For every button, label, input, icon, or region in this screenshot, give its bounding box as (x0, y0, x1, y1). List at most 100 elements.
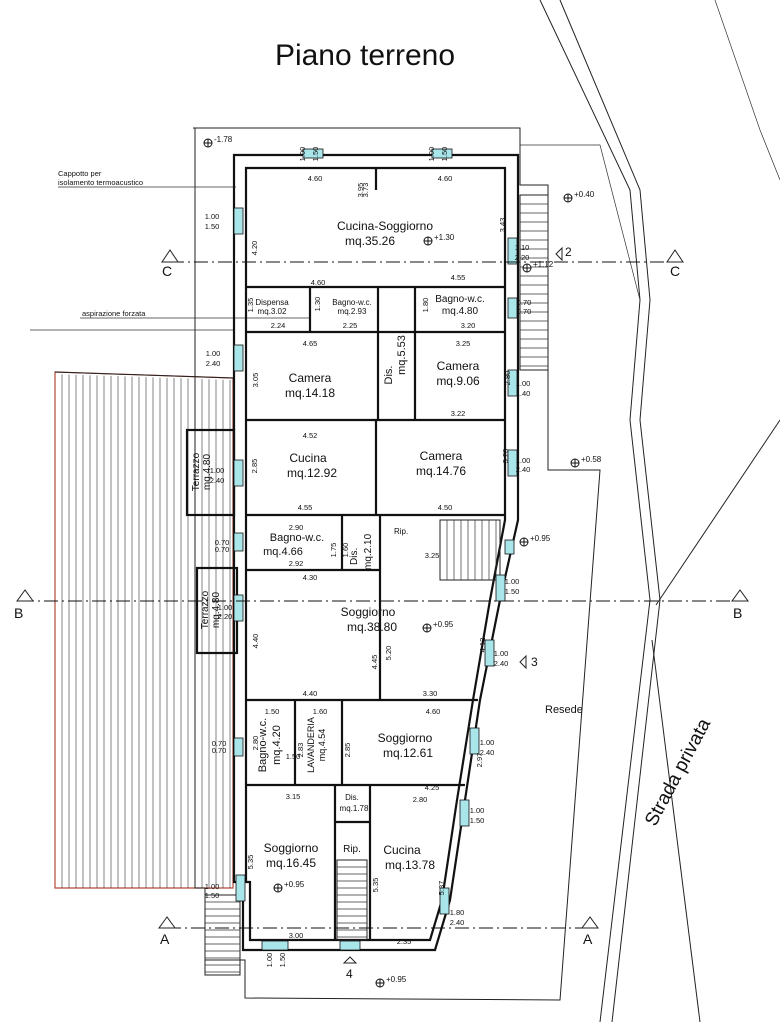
level-value: +1.12 (533, 260, 554, 269)
dimension-label: 3.05 (251, 373, 260, 388)
window-dimension-label: 1.50 (505, 587, 520, 596)
room-cucina-soggiorno-area: mq.35.26 (345, 234, 395, 248)
room-terrazzo-2-area: mq.4.80 (211, 591, 222, 628)
dimension-label: 2.24 (271, 321, 286, 330)
dimension-label: 5.20 (384, 646, 393, 661)
dimension-label: 3.73 (361, 183, 370, 198)
property-outline (193, 127, 601, 1001)
roof-hatch (54, 371, 234, 889)
marker-3: 3 (531, 655, 538, 669)
window-dimension-label: 1.00 (205, 882, 220, 891)
dimension-label: 3.25 (456, 339, 471, 348)
dimension-label: 5.37 (437, 881, 446, 896)
room-camera-1: Camera (289, 371, 332, 385)
window-dimension-label: 1.00 (505, 577, 520, 586)
window-dimension-label: 0.70 (212, 746, 227, 755)
room-bagno-4-area: mq.4.20 (271, 725, 283, 765)
section-axes (20, 261, 740, 929)
dimension-label: 4.25 (425, 783, 440, 792)
dimension-label: 4.60 (311, 278, 326, 287)
room-dis-3-area: mq.1.78 (340, 804, 369, 813)
dimension-label: 3.28 (501, 449, 510, 464)
dimension-label: 4.40 (303, 689, 318, 698)
dimension-label: 4.52 (303, 431, 318, 440)
window-dimension-label: 1.50 (440, 147, 449, 162)
window-dimension-label: 1.50 (205, 891, 220, 900)
room-terrazzo-2: Terrazzo (200, 590, 211, 629)
window-dimension-label: 1.00 (218, 603, 233, 612)
dimension-label: 3.00 (289, 931, 304, 940)
room-soggiorno-1-area: mq.38.80 (347, 620, 397, 634)
plan-title: Piano terreno (275, 39, 455, 72)
room-cucina-2: Cucina (383, 843, 421, 857)
room-soggiorno-3-area: mq.16.45 (266, 856, 316, 870)
room-terrazzo-1-area: mq.4.80 (202, 453, 213, 490)
room-soggiorno-2-area: mq.12.61 (383, 746, 433, 760)
dimension-label: 2.80 (413, 795, 428, 804)
window-dimension-label: 1.50 (311, 147, 320, 162)
dimension-label: 4.12 (478, 638, 487, 653)
label-strada-privata: Strada privata (641, 715, 715, 830)
dimension-label: 5.35 (371, 878, 380, 893)
room-camera-1-area: mq.14.18 (285, 386, 335, 400)
note-cappotto-2: isolamento termoacustico (58, 178, 143, 187)
window-dimension-label: 1.00 (470, 806, 485, 815)
room-bagno-2-area: mq.4.80 (442, 306, 479, 317)
room-bagno-1: Bagno-w.c. (332, 298, 372, 307)
dimension-label: 2.83 (296, 743, 305, 758)
room-dispensa: Dispensa (255, 298, 289, 307)
level-value: +0.95 (284, 880, 305, 889)
window-dimension-label: 2.40 (494, 659, 509, 668)
dimension-label: 3.20 (461, 321, 476, 330)
window-dimension-label: 1.50 (205, 222, 220, 231)
room-lavanderia: LAVANDERIA (306, 717, 316, 773)
dimension-label: 2.92 (289, 559, 304, 568)
dimension-label: 4.40 (251, 634, 260, 649)
dimension-label: 2.85 (250, 459, 259, 474)
dimension-label: 3.25 (425, 551, 440, 560)
dimension-label: 2.80 (503, 371, 512, 386)
window-dimension-label: 1.00 (516, 379, 531, 388)
room-labels: Cucina-Soggiorno mq.35.26 Dispensa mq.3.… (191, 219, 485, 872)
window-dimension-label: 2.40 (516, 465, 531, 474)
dimension-label: 4.60 (308, 174, 323, 183)
room-bagno-3: Bagno-w.c. (270, 532, 324, 544)
note-aspirazione: aspirazione forzata (82, 309, 146, 318)
dimension-label: 3.15 (286, 792, 301, 801)
dimension-label: 4.50 (438, 503, 453, 512)
room-bagno-1-area: mq.2.93 (338, 307, 367, 316)
room-dis-2: Dis. (349, 548, 360, 565)
window-dimension-label: 1.10 (515, 243, 530, 252)
room-dispensa-area: mq.3.02 (258, 307, 287, 316)
room-bagno-3-area: mq.4.66 (263, 546, 303, 558)
room-bagno-4: Bagno-w.c. (257, 718, 269, 772)
marker-2: 2 (565, 245, 572, 259)
marker-4: 4 (346, 967, 353, 981)
window-dimension-label: 2.40 (450, 918, 465, 927)
dimension-label: 3.30 (423, 689, 438, 698)
dimension-label: 4.20 (250, 241, 259, 256)
room-dis-1-area: mq.5.53 (396, 335, 408, 375)
level-value: +0.95 (433, 620, 454, 629)
window-dimension-label: 1.00 (298, 147, 307, 162)
dimension-label: 1.35 (246, 298, 255, 313)
room-soggiorno-3: Soggiorno (264, 841, 319, 855)
room-camera-3-area: mq.14.76 (416, 464, 466, 478)
dimension-label: 4.45 (370, 655, 379, 670)
window-dimension-label: 0.70 (212, 739, 227, 748)
level-value: +0.95 (386, 975, 407, 984)
internal-walls (246, 168, 505, 940)
dimension-label: 3.22 (451, 409, 466, 418)
room-camera-3: Camera (420, 449, 463, 463)
dimension-label: 2.97 (475, 753, 484, 768)
section-c-left: C (162, 263, 172, 279)
stairs (204, 194, 549, 976)
level-value: +0.95 (530, 534, 551, 543)
level-value: +0.58 (581, 455, 602, 464)
window-dimension-label: 2.20 (218, 612, 233, 621)
window-dimension-label: 1.00 (427, 147, 436, 162)
label-resede: Resede (545, 704, 583, 716)
room-soggiorno-2: Soggiorno (378, 731, 433, 745)
dimension-label: 4.30 (303, 573, 318, 582)
